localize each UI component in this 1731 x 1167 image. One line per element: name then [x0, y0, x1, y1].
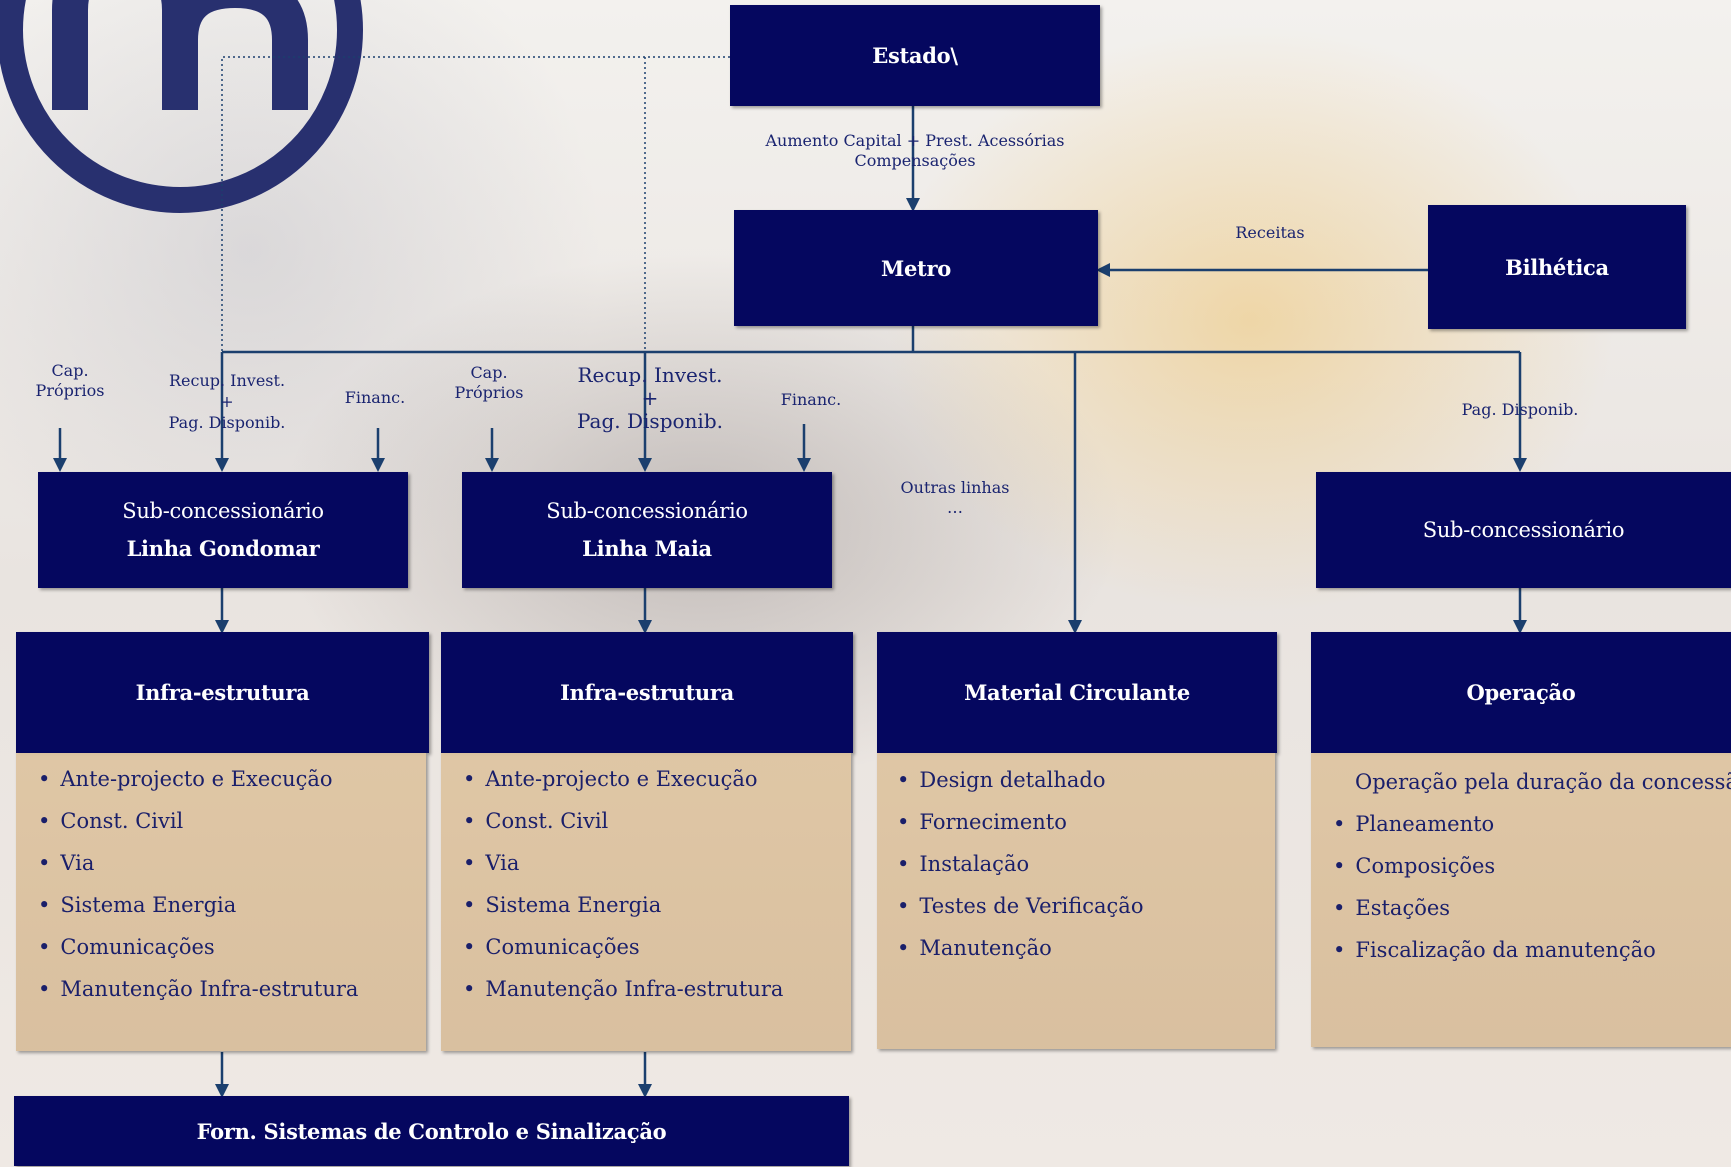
operacao-intro-text: Operação pela duração da concessão: [1355, 770, 1731, 794]
list-item: Via: [38, 842, 426, 884]
list-item: Fiscalização da manutenção: [1333, 929, 1731, 971]
operacao-box: Operação: [1311, 632, 1731, 753]
list-item: Manutenção Infra-estrutura: [38, 968, 426, 1010]
outras-linhas-label: Outras linhas …: [900, 478, 1010, 517]
infra-estrutura-box-1: Infra-estrutura: [16, 632, 429, 753]
forn-sistemas-box: Forn. Sistemas de Controlo e Sinalização: [14, 1096, 849, 1166]
estado-box: Estado\: [730, 5, 1100, 106]
list-item: Via: [463, 842, 851, 884]
list-item: Ante-projecto e Execução: [463, 758, 851, 800]
material-circulante-box: Material Circulante: [877, 632, 1277, 753]
infra-estrutura-panel-1: Ante-projecto e Execução Const. Civil Vi…: [16, 753, 426, 1051]
sub-concessionario-gondomar-box: Sub-concessionário Linha Gondomar: [38, 472, 408, 588]
pag-disponib-label: Pag. Disponib.: [1461, 400, 1579, 419]
receitas-label: Receitas: [1235, 223, 1305, 242]
maia-cap-proprios-label: Cap. Próprios: [454, 363, 524, 402]
gondomar-financ-label: Financ.: [344, 388, 406, 407]
sub-concessionario-operacao-box: Sub-concessionário: [1316, 472, 1731, 588]
list-item: Sistema Energia: [38, 884, 426, 926]
sub-concessionario-maia-box: Sub-concessionário Linha Maia: [462, 472, 832, 588]
metro-box: Metro: [734, 210, 1098, 326]
maia-recup-invest-label: Recup. Invest. + Pag. Disponib.: [577, 363, 723, 433]
infra-estrutura-box-2: Infra-estrutura: [441, 632, 853, 753]
list-item: Instalação: [897, 843, 1275, 885]
gondomar-recup-invest-label: Recup. Invest. + Pag. Disponib.: [168, 371, 286, 432]
list-item: Ante-projecto e Execução: [38, 758, 426, 800]
gondomar-cap-proprios-label: Cap. Próprios: [35, 361, 105, 400]
list-item: Planeamento: [1333, 803, 1731, 845]
list-item: Testes de Verificação: [897, 885, 1275, 927]
list-item: Comunicações: [38, 926, 426, 968]
list-item: Design detalhado: [897, 759, 1275, 801]
list-item: Composições: [1333, 845, 1731, 887]
maia-financ-label: Financ.: [780, 390, 842, 409]
list-item: Fornecimento: [897, 801, 1275, 843]
metro-logo-icon: [0, 0, 363, 213]
list-item: Manutenção Infra-estrutura: [463, 968, 851, 1010]
infra-estrutura-panel-2: Ante-projecto e Execução Const. Civil Vi…: [441, 753, 851, 1051]
list-item: Comunicações: [463, 926, 851, 968]
material-circulante-panel: Design detalhado Fornecimento Instalação…: [877, 753, 1275, 1049]
list-item: Manutenção: [897, 927, 1275, 969]
aumento-capital-label: Aumento Capital + Prest. Acessórias Comp…: [765, 131, 1065, 170]
operacao-panel: Operação pela duração da concessão Plane…: [1311, 753, 1731, 1047]
list-item: Const. Civil: [463, 800, 851, 842]
list-item: Sistema Energia: [463, 884, 851, 926]
bilhetica-box: Bilhética: [1428, 205, 1686, 329]
list-item: Estações: [1333, 887, 1731, 929]
list-item: Const. Civil: [38, 800, 426, 842]
